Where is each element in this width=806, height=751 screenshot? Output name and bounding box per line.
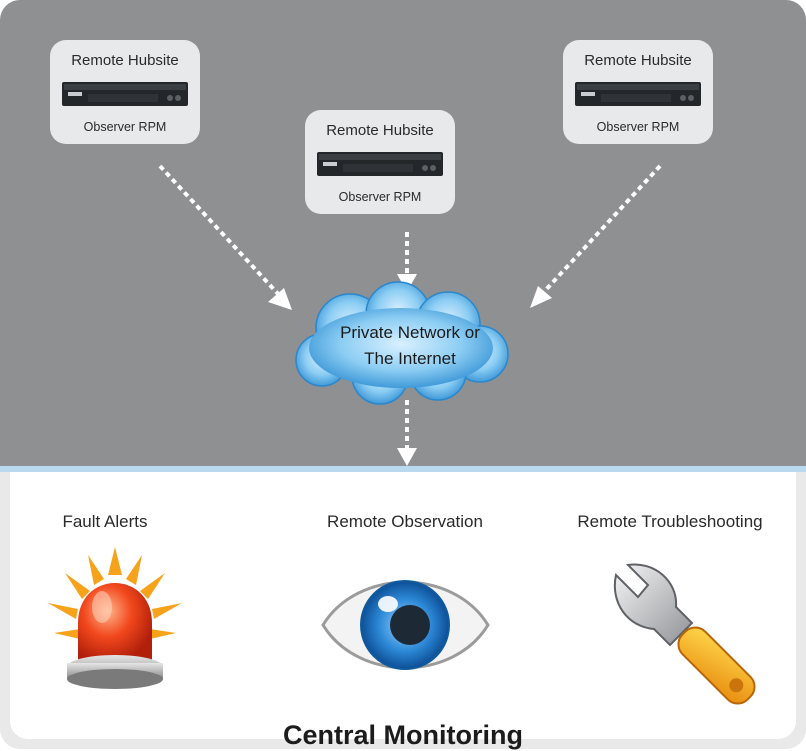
feature-label-remote-troubleshooting: Remote Troubleshooting	[577, 512, 763, 531]
panel-divider	[0, 466, 806, 472]
central-monitoring-title: Central Monitoring	[283, 720, 523, 750]
hub-title: Remote Hubsite	[71, 52, 179, 69]
eye-icon	[321, 580, 490, 670]
hub-title: Remote Hubsite	[584, 52, 692, 69]
feature-label-remote-observation: Remote Observation	[327, 512, 483, 531]
arrow-down-head	[397, 448, 417, 466]
arrow-left-head	[268, 288, 292, 310]
arrow-right-line	[540, 164, 662, 296]
arrow-right-head	[530, 286, 552, 308]
hub-device-label: Observer RPM	[596, 120, 680, 134]
alarm-beacon-icon	[48, 547, 182, 689]
hub-box-center: Remote Hubsite Observer RPM	[305, 110, 455, 214]
hub-box-right: Remote Hubsite Observer RPM	[563, 40, 713, 144]
server-icon	[62, 82, 188, 106]
cloud-label-line1: Private Network or	[340, 323, 480, 342]
cloud-label-line2: The Internet	[364, 349, 456, 368]
cloud-icon	[295, 281, 509, 405]
wrench-icon	[613, 563, 756, 705]
server-icon	[317, 152, 443, 176]
feature-label-fault-alerts: Fault Alerts	[62, 512, 148, 531]
hub-box-left: Remote Hubsite Observer RPM	[50, 40, 200, 144]
hub-device-label: Observer RPM	[338, 190, 422, 204]
hub-title: Remote Hubsite	[326, 122, 434, 139]
arrow-left-line	[158, 164, 282, 298]
server-icon	[575, 82, 701, 106]
hub-device-label: Observer RPM	[83, 120, 167, 134]
